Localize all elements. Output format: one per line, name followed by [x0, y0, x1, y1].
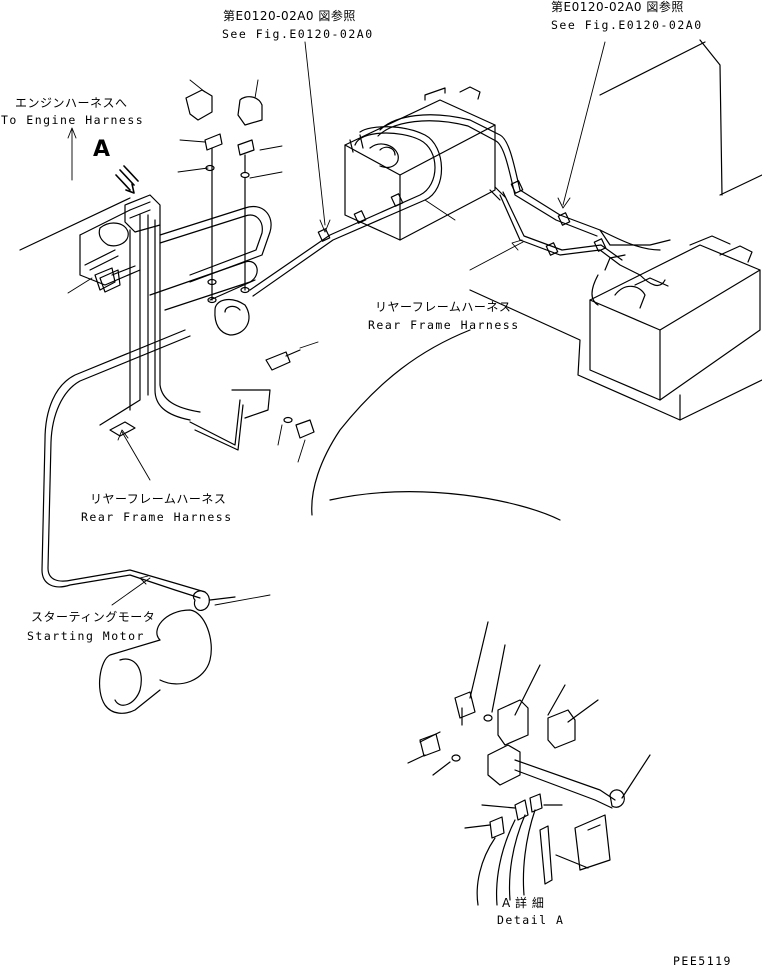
bracket-assembly: [79, 206, 272, 336]
engine-harness-label-en: To Engine Harness: [1, 113, 145, 127]
detail-a-label-en: Detail A: [497, 913, 565, 927]
small-parts: [94, 89, 315, 439]
starting-motor-label-jp: スターティングモータ: [31, 610, 156, 624]
reference-label-jp-left: 第E0120-02A0 図参照: [223, 9, 356, 23]
reference-label-jp-right: 第E0120-02A0 図参照: [551, 0, 684, 14]
harness-main: [249, 114, 671, 297]
drawing-number: PEE5119: [673, 954, 732, 968]
harness-to-motor: [41, 214, 271, 599]
frame-outline: [19, 39, 762, 521]
rear-frame-harness-label-jp-right: リヤーフレームハーネス: [375, 300, 512, 314]
engine-harness-label-jp: エンジンハーネスへ: [15, 96, 128, 110]
rear-frame-harness-label-en-left: Rear Frame Harness: [81, 510, 233, 524]
rear-frame-harness-label-en-right: Rear Frame Harness: [368, 318, 520, 332]
view-arrow-icon: [115, 165, 139, 194]
view-a-marker: A: [93, 137, 111, 162]
leader-lines: [67, 41, 606, 606]
detail-a-label-jp: A 詳 細: [502, 896, 545, 910]
detail-a: [407, 621, 651, 906]
reference-label-en-right: See Fig.E0120-02A0: [551, 18, 703, 32]
starting-motor-label-en: Starting Motor: [27, 629, 145, 643]
battery-cables: [591, 254, 626, 306]
starting-motor: [98, 590, 236, 714]
battery-left: [344, 86, 496, 241]
battery-right: [589, 235, 761, 401]
connector-assembly: [84, 194, 161, 293]
rear-frame-harness-label-jp-left: リヤーフレームハーネス: [90, 492, 227, 506]
reference-label-en-left: See Fig.E0120-02A0: [222, 27, 374, 41]
